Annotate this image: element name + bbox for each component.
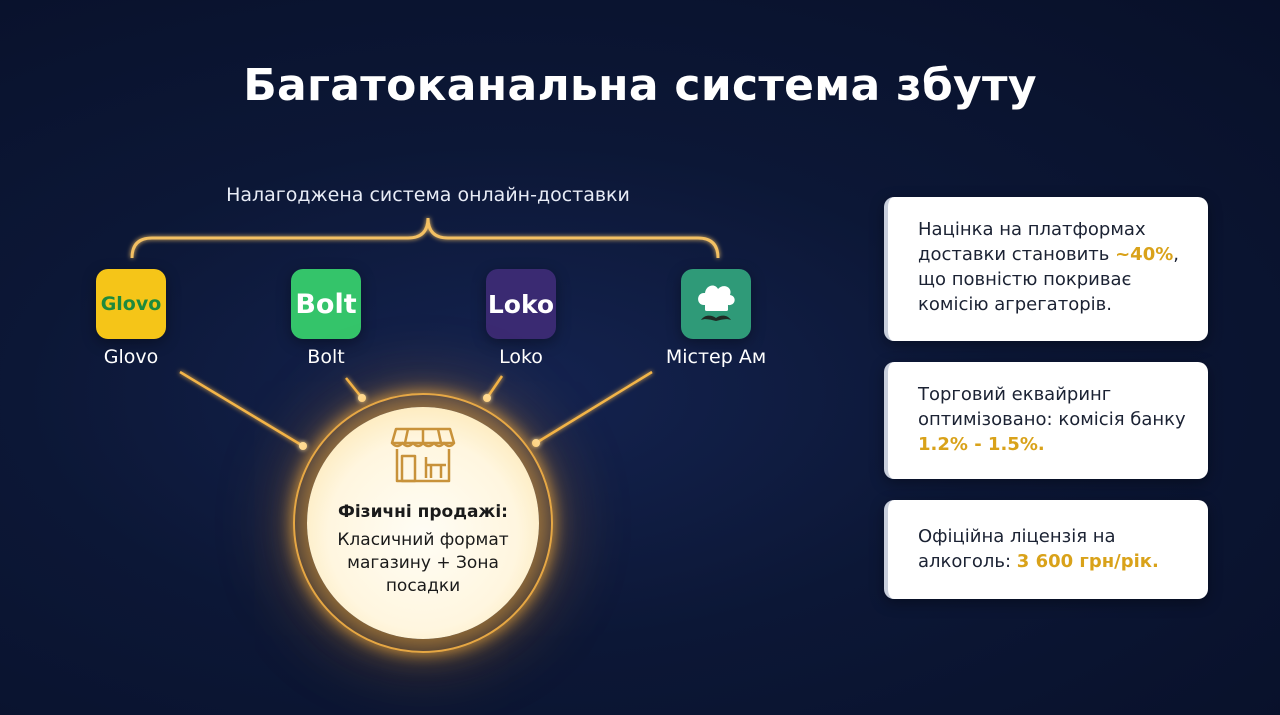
info-card-license: Офіційна ліцензія на алкоголь: 3 600 грн… [884,500,1208,599]
glovo-logo-icon: Glovo [96,269,166,339]
storefront-icon [390,427,456,483]
card-text: Торговий еквайринг оптимізовано: комісія… [918,384,1186,430]
info-card-acquiring: Торговий еквайринг оптимізовано: комісія… [884,362,1208,479]
node-dot [532,439,540,447]
loko-logo-icon: Loko [486,269,556,339]
hub-text: Класичний формат магазину + Зона посадки [337,530,509,596]
node-dot [299,442,307,450]
platform-loko: Loko Loko [441,269,601,368]
delivery-label: Налагоджена система онлайн-доставки [226,184,630,206]
platform-name: Loko [499,346,543,368]
physical-sales-hub: Фізичні продажі: Класичний формат магази… [307,407,539,639]
card-highlight: ~40% [1115,244,1174,265]
platform-bolt: Bolt Bolt [246,269,406,368]
platform-name: Glovo [103,346,159,368]
bolt-logo-text: Bolt [295,288,357,320]
glovo-logo-text: Glovo [100,293,162,315]
slide-title: Багатоканальна система збуту [243,60,1037,111]
bolt-logo-icon: Bolt [291,269,361,339]
card-text: Офіційна ліцензія на алкоголь: [918,526,1116,572]
hub-title: Фізичні продажі: [338,502,508,522]
platform-glovo: Glovo Glovo [51,269,211,368]
connector-bolt [345,377,363,399]
card-text: Націнка на платформах доставки становить [918,219,1146,265]
platform-mister-am: Містер Ам [636,269,796,368]
node-dot [358,394,366,402]
info-card-markup: Націнка на платформах доставки становить… [884,197,1208,341]
card-text: , що повністю покриває комісію агрегатор… [918,244,1179,315]
connector-loko [485,375,504,399]
connector-glovo [179,370,304,448]
card-highlight: 1.2% - 1.5%. [918,434,1045,455]
connector-mister [535,370,653,445]
node-dot [483,394,491,402]
hub-ring [293,393,553,653]
chef-hat-icon [698,285,735,321]
chef-hat-mustache-icon [681,269,751,339]
platform-name: Bolt [307,346,345,368]
platform-name: Містер Ам [665,346,767,368]
delivery-brace [130,217,720,259]
card-highlight: 3 600 грн/рік. [1016,551,1159,572]
loko-logo-text: Loko [487,289,555,319]
